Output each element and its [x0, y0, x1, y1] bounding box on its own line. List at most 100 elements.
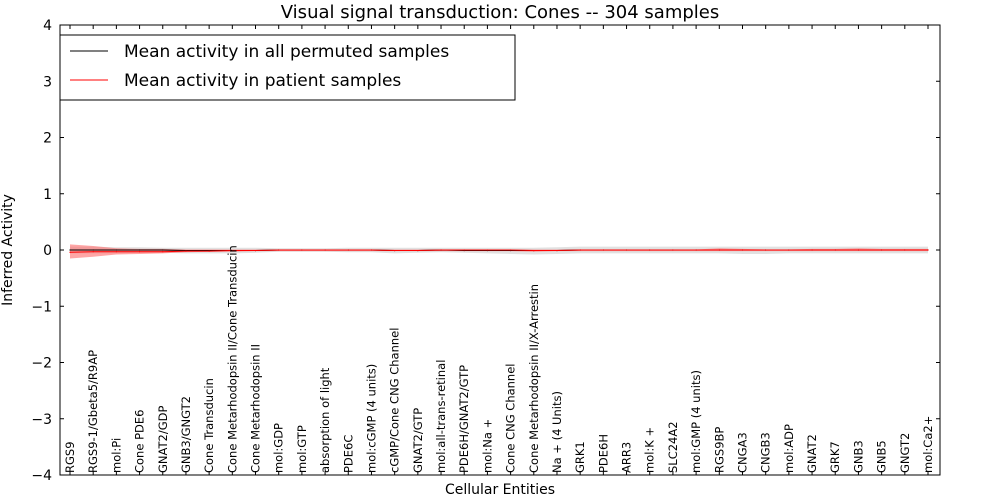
x-tick-label: PDE6C: [341, 435, 355, 473]
y-tick-label: −2: [31, 356, 52, 372]
data-point: [162, 251, 164, 253]
y-tick-label: 1: [43, 187, 52, 203]
x-tick-label: cGMP/Cone CNG Channel: [388, 328, 402, 473]
data-point: [765, 249, 767, 251]
data-point: [927, 249, 929, 251]
data-point: [394, 249, 396, 252]
x-tick-label: mol:K +: [643, 427, 657, 473]
x-axis-label: Cellular Entities: [445, 482, 555, 498]
x-tick-label: GNAT2/GTP: [411, 408, 425, 473]
series-lines: [69, 249, 929, 253]
data-point: [509, 249, 512, 251]
data-point: [741, 249, 744, 251]
x-tick-label: mol:Na +: [480, 419, 494, 473]
data-point: [162, 249, 164, 251]
legend-box: [59, 34, 516, 101]
data-point: [231, 249, 233, 252]
data-point: [788, 249, 790, 251]
data-point: [208, 250, 210, 252]
data-point: [625, 249, 628, 251]
x-tick-label: PDE6H: [596, 434, 610, 473]
data-point: [440, 249, 442, 251]
x-tick-label: mol:Ca2+: [921, 416, 935, 473]
data-point: [92, 249, 94, 251]
x-tick-label: GRK7: [828, 441, 842, 473]
y-axis-ticks: −4 −3 −2 −1 0 1 2 3 4: [31, 18, 940, 484]
y-tick-label: −1: [31, 299, 52, 315]
data-point: [811, 249, 813, 251]
x-tick-label: GNB3: [851, 440, 865, 473]
data-point: [602, 249, 604, 251]
x-tick-label: mol:all-trans-retinal: [434, 360, 448, 473]
x-tick-label: Cone Metarhodopsin II: [249, 344, 263, 473]
data-point: [370, 249, 373, 251]
chart-title: Visual signal transduction: Cones -- 304…: [281, 2, 719, 23]
data-point: [185, 250, 187, 252]
x-tick-label: GNB3/GNGT2: [179, 396, 193, 473]
x-tick-label: mol:GDP: [272, 423, 286, 473]
y-tick-label: 3: [43, 74, 52, 90]
data-point: [672, 249, 674, 251]
data-point: [69, 251, 71, 253]
y-axis-label: Inferred Activity: [0, 194, 16, 306]
x-tick-label: CNGB3: [759, 432, 773, 473]
y-tick-label: −3: [31, 412, 52, 428]
data-point: [92, 251, 94, 253]
data-point: [115, 251, 117, 253]
data-point: [324, 249, 326, 251]
data-point: [579, 249, 581, 251]
y-tick-label: 2: [43, 131, 52, 147]
x-tick-label: RGS9BP: [712, 427, 726, 473]
data-point: [881, 249, 883, 251]
data-point: [278, 249, 280, 251]
x-tick-label: absorption of light: [318, 367, 332, 473]
x-tick-label: mol:cGMP (4 units): [364, 364, 378, 473]
x-tick-label: GNB5: [875, 440, 889, 473]
data-point: [649, 249, 651, 251]
x-tick-label: PDE6H/GNAT2/GTP: [457, 365, 471, 473]
x-axis-ticks: RGS9 RGS9-1/Gbeta5/R9AP mol:Pi Cone PDE6 GNA…: [63, 25, 935, 475]
x-tick-label: SLC24A2: [666, 421, 680, 473]
y-tick-label: 0: [43, 243, 52, 259]
band-patient: [70, 244, 928, 259]
x-tick-label: GNAT2: [805, 434, 819, 473]
data-point: [486, 249, 489, 251]
x-tick-label: GRK1: [573, 441, 587, 473]
x-tick-label: Cone Metarhodopsin II/X-Arrestin: [527, 284, 541, 473]
data-point: [556, 249, 558, 252]
data-point: [254, 249, 257, 252]
data-point: [347, 249, 349, 251]
data-point: [463, 249, 465, 251]
x-tick-label: RGS9-1/Gbeta5/R9AP: [86, 350, 100, 473]
y-tick-label: 4: [43, 18, 52, 34]
data-point: [301, 249, 303, 251]
data-point: [857, 249, 860, 251]
x-tick-label: Na + (4 Units): [550, 391, 564, 473]
data-point: [904, 249, 906, 251]
x-tick-label: Cone PDE6: [133, 410, 147, 473]
x-tick-label: mol:Pi: [109, 438, 123, 473]
data-point: [695, 249, 697, 251]
x-tick-label: Cone Metarhodopsin II/Cone Transducin: [225, 245, 239, 473]
x-tick-label: mol:GTP: [295, 425, 309, 473]
data-point: [69, 249, 71, 251]
data-point: [834, 249, 836, 251]
x-tick-label: GNGT2: [898, 433, 912, 473]
x-tick-label: RGS9: [63, 441, 77, 473]
data-point: [138, 249, 141, 251]
x-tick-label: mol:GMP (4 units): [689, 370, 703, 473]
legend-label-permuted: Mean activity in all permuted samples: [124, 42, 449, 62]
x-tick-label: ARR3: [620, 442, 634, 473]
legend-label-patient: Mean activity in patient samples: [124, 71, 401, 91]
series-line-patient: [69, 249, 928, 253]
data-point: [138, 251, 141, 253]
x-tick-label: Cone Transducin: [202, 378, 216, 473]
x-tick-label: CNGA3: [735, 432, 749, 473]
data-point: [115, 249, 117, 251]
x-tick-label: Cone CNG Channel: [504, 364, 518, 474]
legend: Mean activity in all permuted samples Me…: [59, 34, 516, 101]
data-point: [533, 249, 535, 252]
y-tick-label: −4: [31, 468, 52, 484]
data-point: [718, 249, 720, 251]
